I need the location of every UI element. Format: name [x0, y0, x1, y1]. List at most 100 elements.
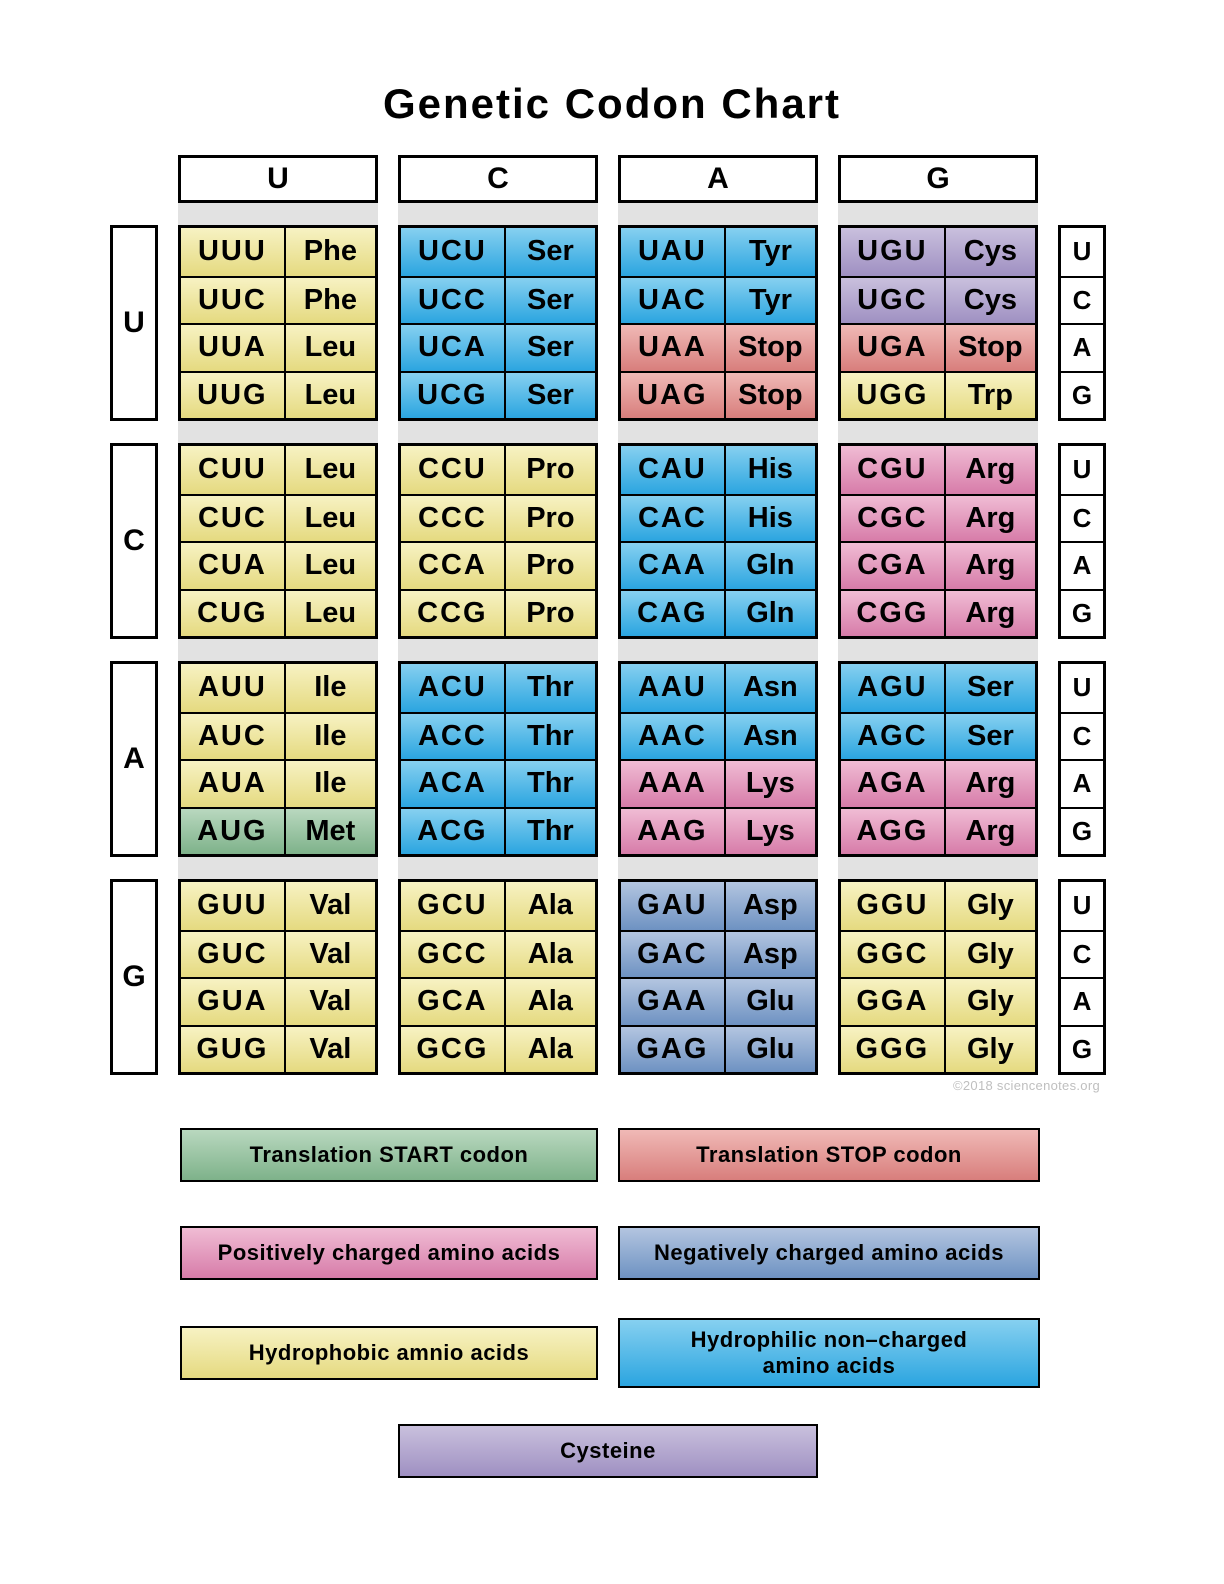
third-base-g: G [1061, 588, 1103, 637]
codon-label: UCU [401, 228, 506, 276]
amino-acid-label: Tyr [748, 283, 792, 316]
third-base-u: U [1072, 236, 1092, 267]
legend-negative: Negatively charged amino acids [618, 1226, 1040, 1280]
amino-acid-label: Ala [527, 985, 573, 1018]
amino-acid-label: Leu [304, 453, 357, 486]
codon-label: UAA [621, 325, 726, 371]
codon-cell: AUG Met [181, 806, 375, 854]
codon-label: GGG [841, 1026, 946, 1072]
amino-acid-label: Arg [965, 814, 1016, 847]
legend-label: Hydrophobic amnio acids [248, 1339, 530, 1365]
codon-label: UGC [841, 277, 946, 323]
codon-label: CGA [841, 543, 946, 589]
codon-cell: GUU Val [181, 882, 375, 930]
third-base-a: A [1061, 759, 1103, 807]
amino-acid-label: Val [309, 889, 352, 922]
amino-acid-label: Arg [965, 453, 1016, 486]
amino-acid-label: Trp [967, 378, 1013, 411]
codon-label: GGC [841, 931, 946, 977]
amino-acid-label: Tyr [748, 235, 792, 268]
codon-label: GUC [181, 931, 286, 977]
codon-label: UUG [181, 372, 286, 418]
amino-acid-label: Ser [966, 719, 1014, 752]
amino-acid-label: Val [309, 985, 352, 1018]
legend-label: Cysteine [560, 1437, 656, 1463]
amino-acid-label: Ser [526, 283, 574, 316]
amino-acid-label: Stop [738, 378, 803, 411]
amino-acid-label: Asn [742, 719, 798, 752]
third-base-u: U [1072, 672, 1092, 703]
amino-acid-label: Ile [314, 767, 347, 800]
codon-label: CUG [181, 590, 286, 636]
amino-acid-label: Leu [304, 501, 357, 534]
codon-label: CUU [181, 446, 286, 494]
third-base-a: A [1061, 977, 1103, 1025]
amino-acid-label: Stop [958, 331, 1023, 364]
codon-cell: ACC Thr [401, 711, 595, 759]
codon-label: AGA [841, 761, 946, 807]
row-header-c: C [110, 443, 158, 639]
amino-acid-label: Glu [746, 985, 795, 1018]
codon-label: CGC [841, 495, 946, 541]
third-base-g: G [1061, 806, 1103, 855]
amino-acid-label: Thr [527, 719, 574, 752]
amino-acid-label: Cys [963, 235, 1017, 268]
amino-acid-label: Pro [526, 549, 575, 582]
codon-label: GGA [841, 979, 946, 1025]
third-base-g: G [1061, 1024, 1103, 1073]
codon-label: AGU [841, 664, 946, 712]
codon-cell: GAA Glu [621, 977, 815, 1025]
codon-label: CAG [621, 590, 726, 636]
codon-label: UAU [621, 228, 726, 276]
copyright-watermark: ©2018 sciencenotes.org [953, 1078, 1100, 1093]
amino-acid-label: Ile [314, 671, 347, 704]
third-base-c: C [1061, 711, 1103, 760]
codon-label: AUC [181, 713, 286, 759]
amino-acid-label: Asp [742, 937, 798, 970]
codon-label: CUC [181, 495, 286, 541]
codon-label: GUU [181, 882, 286, 930]
codon-label: UCA [401, 325, 506, 371]
amino-acid-label: Phe [303, 235, 357, 268]
amino-acid-label: Met [305, 814, 356, 847]
codon-label: GAA [621, 979, 726, 1025]
codon-label: ACC [401, 713, 506, 759]
codon-label: AUU [181, 664, 286, 712]
codon-label: GCU [401, 882, 506, 930]
codon-label: UCG [401, 372, 506, 418]
codon-label: ACU [401, 664, 506, 712]
legend-label: Negatively charged amino acids [653, 1239, 1005, 1265]
amino-acid-label: Phe [303, 283, 357, 316]
third-base-g: G [1061, 370, 1103, 419]
codon-label: AUG [181, 808, 286, 854]
page-title: Genetic Codon Chart [382, 80, 842, 127]
codon-label: GCC [401, 931, 506, 977]
third-base-a: A [1061, 541, 1103, 589]
